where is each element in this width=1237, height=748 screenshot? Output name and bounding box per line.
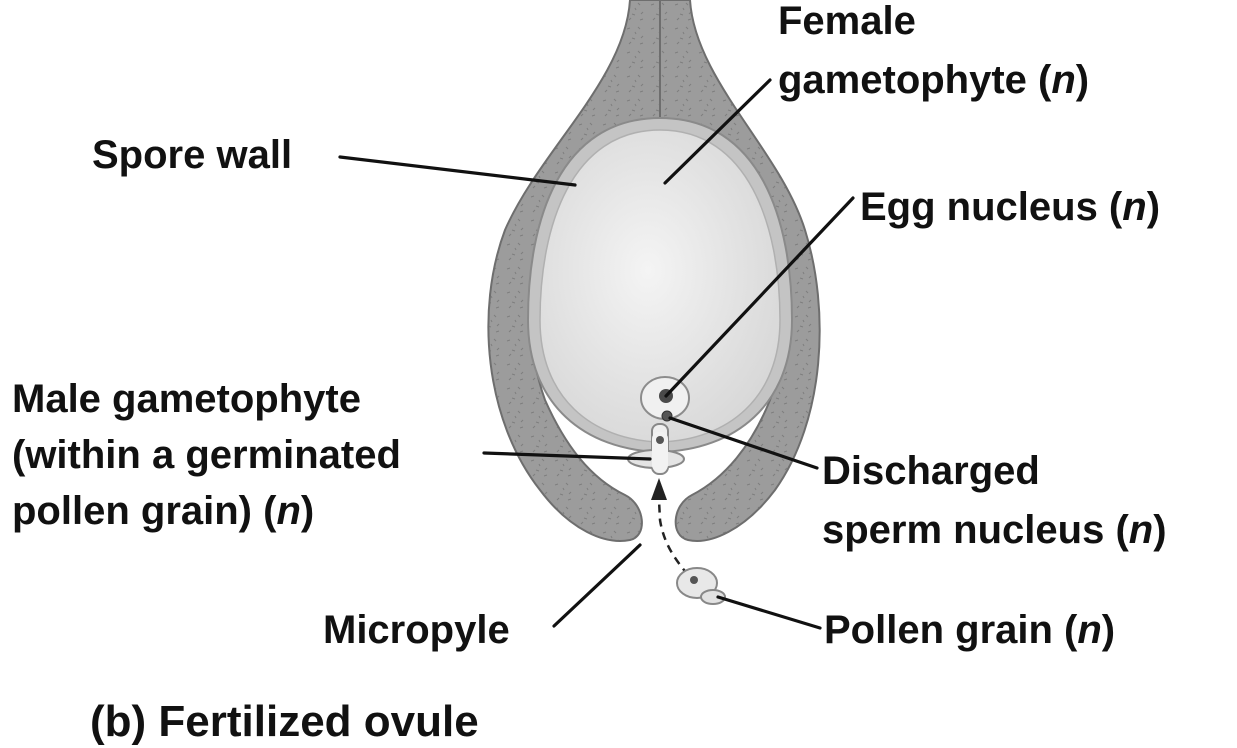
- leader-pollen-grain: [718, 597, 820, 628]
- figure-caption: (b) Fertilized ovule: [90, 697, 479, 746]
- label-female-gametophyte-line1: Female: [778, 0, 916, 43]
- leader-micropyle: [554, 545, 640, 626]
- label-male-gametophyte-line1: Male gametophyte: [12, 377, 361, 421]
- growth-arrow: [651, 478, 667, 500]
- label-male-gametophyte-line2: (within a germinated: [12, 433, 401, 477]
- label-discharged-sperm-line1: Discharged: [822, 449, 1040, 493]
- label-discharged-sperm-line2: sperm nucleus (n): [822, 508, 1167, 552]
- label-egg-nucleus: Egg nucleus (n): [860, 185, 1160, 229]
- label-micropyle: Micropyle: [323, 608, 510, 652]
- label-female-gametophyte-line2: gametophyte (n): [778, 58, 1089, 102]
- label-pollen-grain: Pollen grain (n): [824, 608, 1115, 652]
- label-male-gametophyte-line3: pollen grain) (n): [12, 489, 314, 533]
- label-spore-wall: Spore wall: [92, 133, 292, 177]
